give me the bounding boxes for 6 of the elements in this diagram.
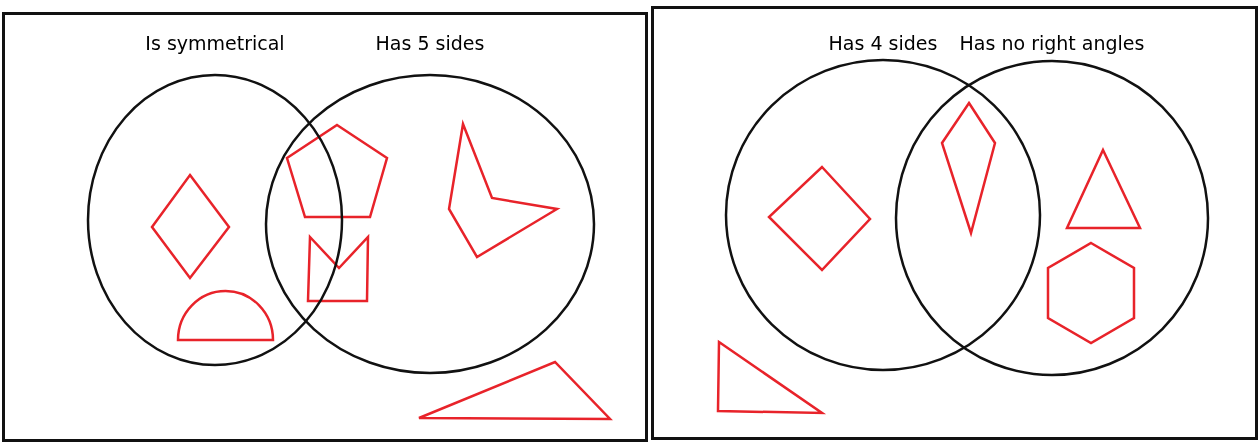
set-label: Has no right angles — [959, 32, 1145, 54]
set-label: Is symmetrical — [145, 32, 285, 54]
panel-frame — [2, 12, 648, 442]
set-label: Has 4 sides — [828, 32, 938, 54]
panel-frame — [651, 6, 1258, 440]
set-label: Has 5 sides — [375, 32, 485, 54]
